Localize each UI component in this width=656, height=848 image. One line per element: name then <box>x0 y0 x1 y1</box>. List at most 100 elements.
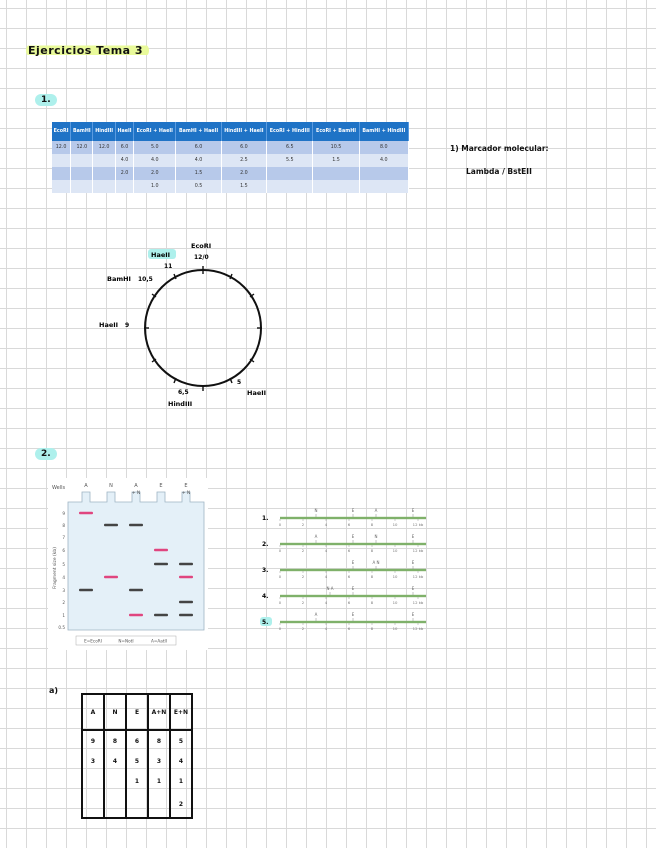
gel-band <box>129 523 143 527</box>
digestion-col-header: BamHI + HindIII <box>359 122 410 141</box>
linear-map-site: E <box>412 612 415 617</box>
digestion-cell: 4.0 <box>115 154 135 167</box>
linear-map-tick: 0 <box>279 548 282 553</box>
linear-map-line <box>280 516 426 520</box>
linear-map-tick: 2 <box>302 574 305 579</box>
digestion-cell: 5.5 <box>266 154 314 167</box>
digestion-cell <box>359 167 410 180</box>
linear-map-label: 3. <box>262 567 268 574</box>
linear-map-tick: 4 <box>325 626 328 631</box>
digestion-cell: 12.0 <box>70 141 94 154</box>
digestion-cell: 4.0 <box>133 154 177 167</box>
linear-map-tick: 10 <box>393 548 398 553</box>
map-pos-bamhi: 10,5 <box>138 276 153 283</box>
gel-band <box>179 575 193 579</box>
gel-band <box>179 613 193 617</box>
gel-ytick: 5 <box>62 562 65 567</box>
page-title: Ejercicios Tema 3 <box>26 44 150 57</box>
gel-ytick: 3 <box>62 588 65 593</box>
linear-map-tick: 4 <box>325 548 328 553</box>
linear-map-tick: 6 <box>348 522 351 527</box>
digestion-cell <box>52 154 72 167</box>
linear-map-site: A N <box>373 560 380 565</box>
digestion-cell <box>312 167 360 180</box>
linear-map-site: E <box>412 586 415 591</box>
linear-map-tick: 6 <box>348 626 351 631</box>
linear-map-tick: 10 <box>393 574 398 579</box>
map-label-hindiii: HindIII <box>168 400 192 408</box>
linear-map-site: E <box>352 560 355 565</box>
gel-band <box>129 613 143 617</box>
gel-ytick: 9 <box>62 511 65 516</box>
digestion-cell: 6.0 <box>115 141 135 154</box>
digestion-cell: 4.0 <box>175 154 222 167</box>
linear-map-tick: 12 kb <box>413 626 424 631</box>
digestion-cell: 10.5 <box>312 141 360 154</box>
linear-map-tick: 12 kb <box>413 600 424 605</box>
gel-lane-label: A <box>134 483 138 489</box>
linear-map-label: 2. <box>262 541 268 548</box>
section-3-label: a) <box>49 686 59 695</box>
digestion-cell: 2.0 <box>115 167 135 180</box>
gel-band <box>179 562 193 566</box>
digestion-cell: 2.0 <box>221 167 268 180</box>
wells-label: Wells <box>52 485 66 491</box>
gel-ytick: 7 <box>62 535 65 540</box>
linear-map-tick: 10 <box>393 522 398 527</box>
digestion-cell <box>115 180 135 193</box>
linear-map-site: N <box>375 534 378 539</box>
linear-map-tick: 4 <box>325 600 328 605</box>
gel-lane-label: E <box>184 483 187 489</box>
gel-legend-item: E=EcoRI <box>84 639 102 644</box>
map-label-haeii-top: HaeII <box>151 251 170 259</box>
map-label-ecori: EcoRI <box>191 242 211 250</box>
digestion-cell: 1.5 <box>221 180 268 193</box>
linear-map-tick: 0 <box>279 574 282 579</box>
digestion-cell <box>70 154 94 167</box>
linear-map-tick: 8 <box>371 522 374 527</box>
answer-col-header: A+N <box>147 693 171 731</box>
answer-cell: 3 <box>147 751 171 771</box>
plasmid-circle <box>144 269 262 387</box>
digestion-cell: 6.0 <box>221 141 268 154</box>
digestion-cell <box>70 167 94 180</box>
linear-map-tick: 0 <box>279 600 282 605</box>
digestion-cell: 2.5 <box>221 154 268 167</box>
answer-cell: 8 <box>103 730 127 751</box>
linear-map-site: A <box>375 508 378 513</box>
linear-map-site: A <box>315 534 318 539</box>
answer-cell: 5 <box>169 730 193 751</box>
linear-map-tick: 6 <box>348 600 351 605</box>
map-label-bamhi: BamHI <box>107 275 131 283</box>
map-pos-haeii-top: 11 <box>164 263 172 270</box>
map-pos-hindiii: 6,5 <box>178 389 189 396</box>
linear-map-label: 1. <box>262 515 268 522</box>
answer-cell <box>147 791 171 819</box>
answer-cell <box>103 771 127 791</box>
digestion-col-header: EcoRI <box>52 122 72 141</box>
map-pos-haeii-bottom: 5 <box>237 379 241 386</box>
linear-map-tick: 4 <box>325 574 328 579</box>
digestion-cell: 4.0 <box>359 154 410 167</box>
marker-note-line2: Lambda / BstEII <box>466 167 532 176</box>
answer-cell: 8 <box>147 730 171 751</box>
answer-col-header: A <box>81 693 105 731</box>
gel-lane-label: N <box>109 483 113 489</box>
answer-cell: 9 <box>81 730 105 751</box>
gel-ylabel: Fragment size (kb) <box>52 547 58 589</box>
digestion-cell: 2.0 <box>133 167 177 180</box>
answer-cell <box>81 771 105 791</box>
answer-cell: 2 <box>169 791 193 819</box>
marker-note-line1: 1) Marcador molecular: <box>450 144 549 153</box>
digestion-col-header: BamHI + HaeII <box>175 122 222 141</box>
linear-map-site: E <box>352 612 355 617</box>
linear-map-tick: 2 <box>302 600 305 605</box>
